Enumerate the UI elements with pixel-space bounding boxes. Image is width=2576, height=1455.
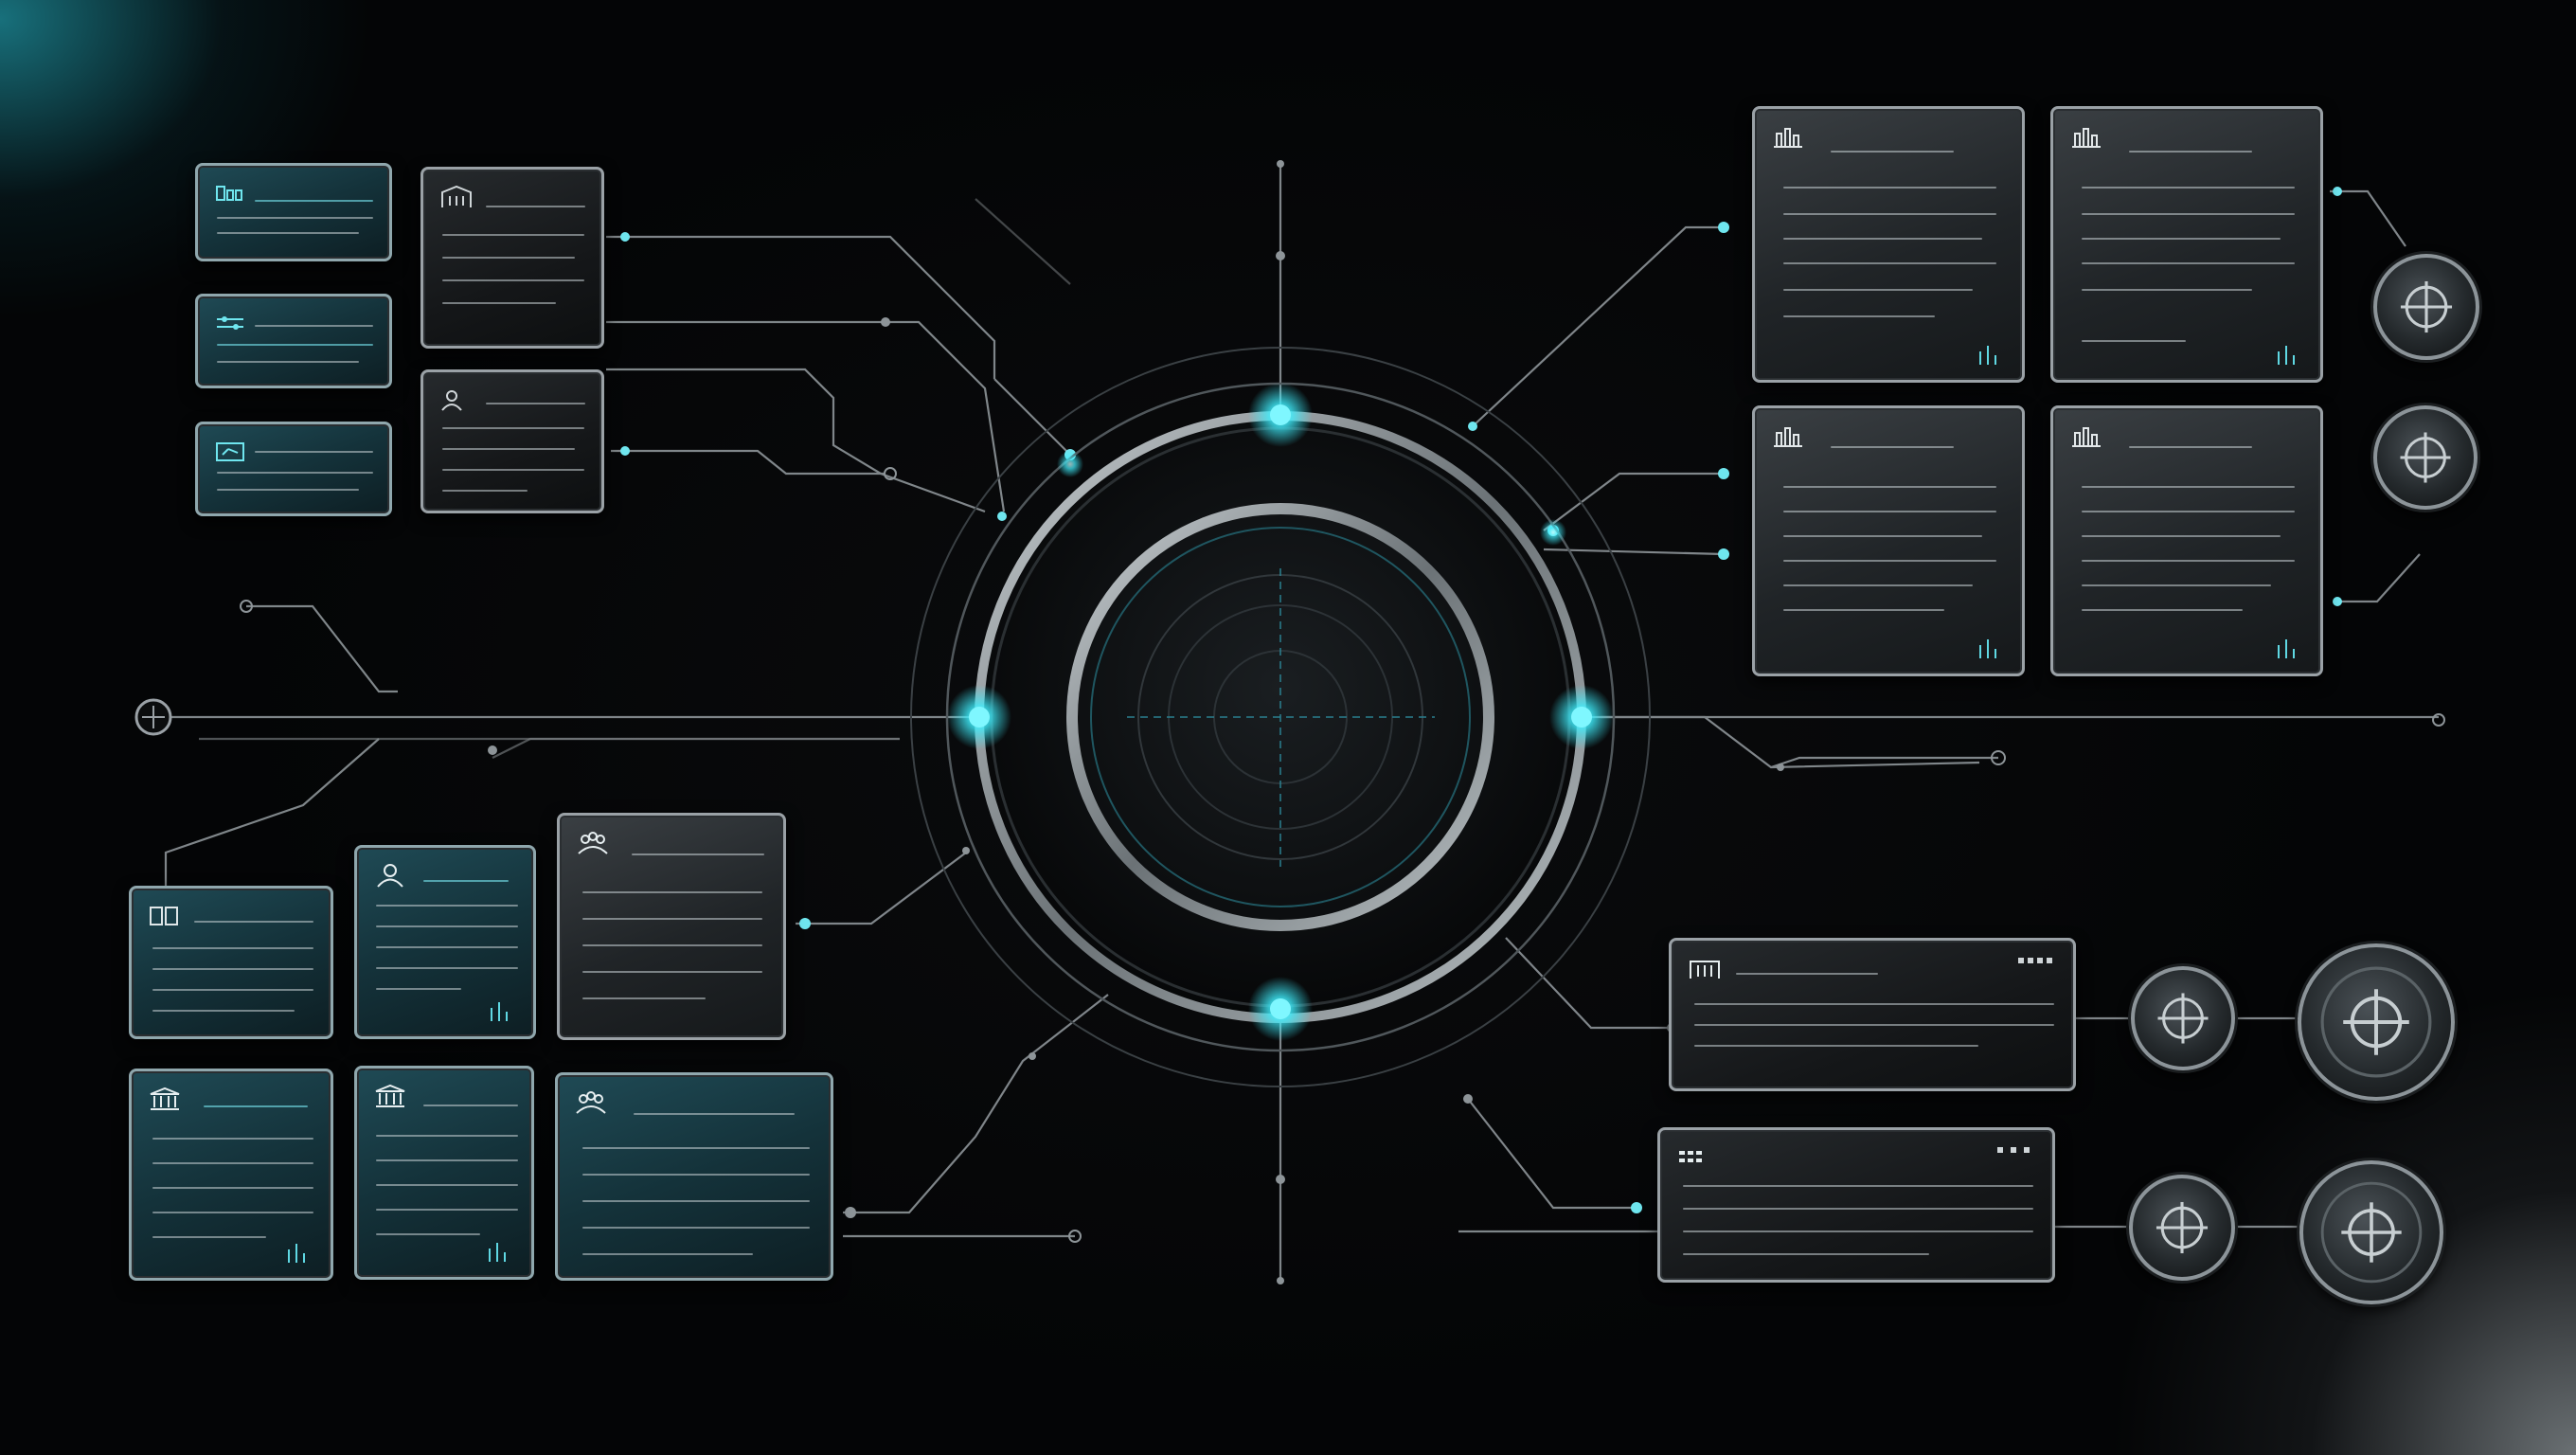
chart-icon [2072,427,2101,447]
dial-1[interactable] [2373,254,2479,360]
panel-small-2[interactable] [195,294,392,388]
bank-icon [375,1084,405,1107]
panel-large-3[interactable] [1752,405,2025,676]
building-icon [441,185,472,207]
panel-bottom-6[interactable] [555,1072,833,1281]
panel-bottom-1[interactable] [129,886,333,1039]
panel-bottom-4[interactable] [129,1069,333,1281]
team-icon [578,832,608,854]
team-icon [576,1091,606,1114]
person-icon [377,864,403,888]
dial-4[interactable] [2298,943,2455,1101]
chart-icon [2072,128,2101,148]
bank-icon [150,1087,180,1110]
dial-3[interactable] [2131,966,2235,1070]
panel-bottom-2[interactable] [354,845,536,1039]
chart-icon [1774,427,1802,447]
building-icon [1690,961,1720,979]
hub-nodes [947,383,1614,1041]
mini-bars-icon [2278,639,2295,658]
crosshair-icon [2156,1201,2209,1254]
mini-bars-icon [489,1243,506,1262]
grid-icon [1679,1151,1702,1162]
metrics-icon [216,442,244,461]
crosshair-icon [2320,966,2432,1078]
left-junction [134,698,172,736]
panel-bottom-3[interactable] [557,813,786,1040]
panel-wide-1[interactable] [1669,938,2076,1091]
mini-bars-icon [1979,346,1996,365]
mini-bars-icon [288,1244,305,1263]
panel-small-3[interactable] [195,422,392,516]
crosshair-icon [2400,280,2453,333]
mini-bars-icon [1979,639,1996,658]
mini-bars-icon [491,1002,508,1021]
dial-5[interactable] [2129,1175,2235,1281]
chart-icon [1774,128,1802,148]
user-icon [441,390,462,411]
panel-large-4[interactable] [2050,405,2323,676]
mini-bars-icon [2278,346,2295,365]
panel-medium-2[interactable] [420,369,604,513]
panel-small-1[interactable] [195,163,392,261]
panel-medium-1[interactable] [420,167,604,349]
crosshair-icon [2157,993,2209,1044]
grid-icon [150,907,178,925]
indicator-dots-icon [1997,1147,2030,1153]
dial-6[interactable] [2299,1160,2443,1304]
panel-wide-2[interactable] [1657,1127,2055,1283]
sliders-icon [217,316,243,330]
indicator-dots-icon [2018,958,2052,963]
dial-2[interactable] [2373,405,2478,510]
dashboard-icon [216,186,242,201]
wire-group [152,161,2439,1284]
panel-bottom-5[interactable] [354,1066,534,1280]
crosshair-icon [2400,432,2451,483]
panel-large-2[interactable] [2050,106,2323,383]
crosshair-icon [2320,1181,2423,1284]
panel-large-1[interactable] [1752,106,2025,383]
central-hub [910,347,1651,1087]
